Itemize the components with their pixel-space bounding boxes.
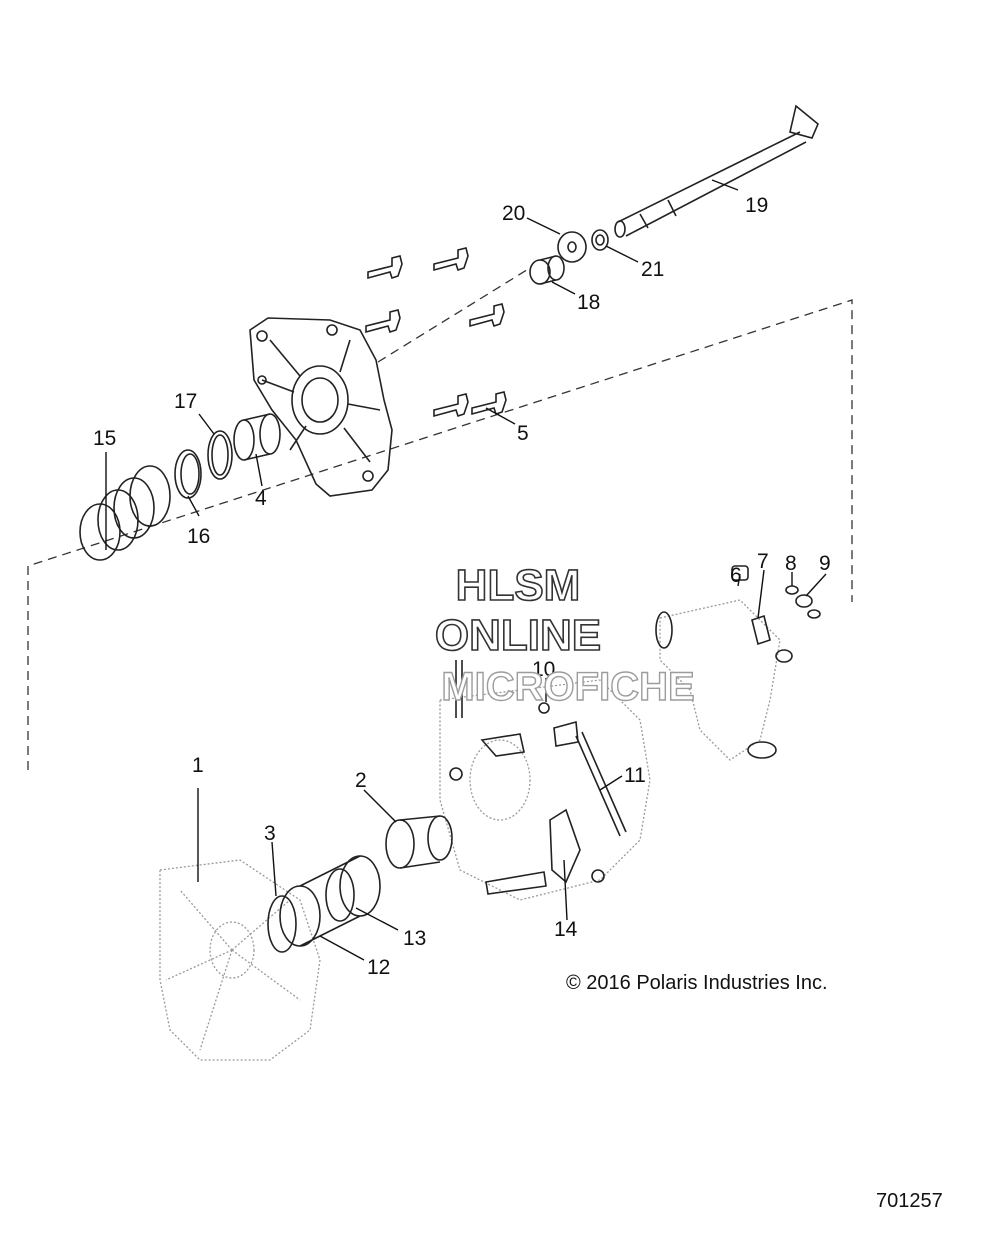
callout-5: 5 <box>517 422 529 445</box>
callout-labels: 1 2 3 4 5 6 7 8 9 10 11 12 13 14 15 16 1… <box>93 194 831 979</box>
watermark: HLSM ONLINE MICROFICHE <box>434 560 695 710</box>
part-17-ring <box>207 430 233 480</box>
part-20-washer <box>557 231 587 263</box>
part-15-spring <box>79 465 171 561</box>
callout-6: 6 <box>730 564 742 587</box>
callout-17: 17 <box>174 390 197 413</box>
leader-lines <box>105 179 827 961</box>
figure-number: 701257 <box>876 1190 943 1212</box>
part-18-spacer <box>529 255 565 285</box>
copyright-notice: © 2016 Polaris Industries Inc. <box>566 972 828 994</box>
callout-20: 20 <box>502 202 525 225</box>
callout-1: 1 <box>192 754 204 777</box>
part-5-bolts <box>365 247 507 418</box>
roller-arm-assembly <box>655 565 821 761</box>
callout-11: 11 <box>624 764 646 787</box>
part-4-bushing <box>233 413 281 461</box>
callout-16: 16 <box>187 525 210 548</box>
part-1-fixed-sheave <box>159 859 321 1061</box>
callout-2: 2 <box>355 769 367 792</box>
callout-4: 4 <box>255 487 267 510</box>
callout-13: 13 <box>403 927 426 950</box>
callout-18: 18 <box>577 291 600 314</box>
assembly-boundary-dashed <box>27 299 853 770</box>
cover-housing <box>249 317 393 497</box>
movable-sheave <box>439 660 651 901</box>
callout-14: 14 <box>554 918 578 941</box>
callout-7: 7 <box>757 550 769 573</box>
watermark-line-1: HLSM <box>456 561 581 610</box>
part-21-lock-washer <box>591 229 609 251</box>
part-12-13-sleeve <box>279 855 381 947</box>
part-19-shaft-bolt <box>614 104 819 238</box>
part-2-bushing <box>385 815 453 869</box>
callout-9: 9 <box>819 552 831 575</box>
callout-15: 15 <box>93 427 116 450</box>
part-16-ring <box>174 449 202 499</box>
part-3-ring <box>267 895 297 953</box>
callout-10: 10 <box>532 658 555 681</box>
bolt-axis-dashed <box>377 267 531 363</box>
callout-12: 12 <box>367 956 390 979</box>
callout-21: 21 <box>641 258 664 281</box>
watermark-line-2: ONLINE <box>435 611 601 660</box>
callout-19: 19 <box>745 194 768 217</box>
watermark-line-3: MICROFICHE <box>441 665 694 709</box>
callout-3: 3 <box>264 822 276 845</box>
callout-8: 8 <box>785 552 797 575</box>
